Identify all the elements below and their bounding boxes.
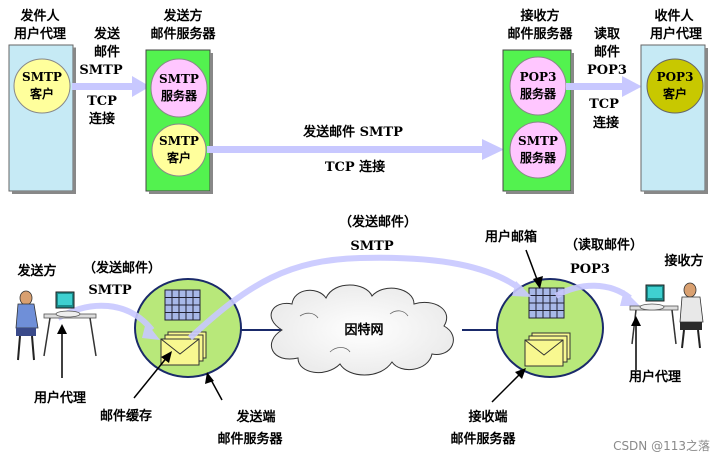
- read-arrow-proto: POP3: [587, 63, 627, 78]
- send-proto-label: SMTP: [88, 283, 131, 298]
- sender-agent-title-2: 用户代理: [13, 26, 66, 42]
- smtp-client-node-sender-server: SMTP 客户: [151, 123, 207, 177]
- mailbox-label: 用户邮箱: [484, 229, 537, 245]
- sender-server-title-1: 发送方: [162, 8, 202, 24]
- pointer-mailbox: [525, 249, 543, 289]
- sender-label: 发送方: [16, 263, 56, 279]
- smtp-flow-arrow-bottom: [187, 254, 532, 341]
- mail-cache-label: 邮件缓存: [100, 408, 152, 424]
- send-arrow-proto: SMTP: [79, 63, 122, 78]
- smtp-client-server-label-1: SMTP: [159, 134, 199, 148]
- pointer-user-agent-left: [57, 324, 67, 378]
- send-mail-label: （发送邮件）: [83, 260, 161, 276]
- pop3-server-node: POP3 服务器: [509, 56, 567, 116]
- receiver-agent-title-2: 用户代理: [649, 26, 702, 42]
- receiver-label: 接收方: [664, 253, 703, 269]
- smtp-server-node-sender: SMTP 服务器: [150, 58, 208, 118]
- receiver-server-title-1: 接收方: [520, 8, 559, 24]
- read-arrow-top: [566, 76, 642, 97]
- recv-server-label-1: 接收端: [468, 409, 507, 425]
- user-agent-left-label: 用户代理: [33, 390, 86, 406]
- sender-mail-cache-envelope-icon: [160, 331, 207, 366]
- receiver-envelope-icon: [524, 332, 571, 367]
- send-server-label-1: 发送端: [235, 409, 275, 425]
- pointer-mail-cache: [133, 351, 172, 399]
- smtp-transfer-arrow-top: [207, 139, 504, 160]
- sender-server-title-2: 邮件服务器: [150, 26, 216, 42]
- pop3-client-label-2: 客户: [662, 86, 687, 101]
- smtp-client-server-label-2: 客户: [166, 150, 191, 165]
- send-arrow-tcp-2: 连接: [89, 111, 115, 127]
- send-arrow-top: [72, 76, 150, 97]
- receiver-mail-server-globe: [496, 278, 604, 378]
- pointer-send-server: [205, 372, 223, 401]
- read-proto-label: POP3: [570, 262, 610, 277]
- read-arrow-verb-1: 读取: [594, 26, 621, 42]
- send-server-label-2: 邮件服务器: [217, 431, 283, 447]
- tcp-transfer-label: TCP 连接: [325, 159, 385, 175]
- smtp-server-receiver-label-1: SMTP: [518, 134, 558, 148]
- send-arrow-tcp-1: TCP: [87, 94, 117, 109]
- pop3-server-label-2: 服务器: [520, 86, 557, 101]
- top-proto-label: SMTP: [350, 239, 393, 254]
- smtp-server-label-2: 服务器: [161, 88, 198, 103]
- smtp-server-receiver-label-2: 服务器: [520, 150, 557, 165]
- pop3-client-label-1: POP3: [657, 70, 694, 84]
- recv-server-label-2: 邮件服务器: [450, 431, 516, 447]
- receiver-agent-title-1: 收件人: [654, 8, 694, 24]
- watermark: CSDN @113之落: [613, 439, 710, 453]
- send-arrow-verb-2: 邮件: [94, 44, 120, 60]
- read-flow-arrow-bottom: [554, 282, 640, 306]
- pop3-client-node: POP3 客户: [646, 58, 704, 114]
- internet-label: 因特网: [344, 322, 383, 338]
- smtp-client-label-1: SMTP: [22, 70, 62, 84]
- smtp-server-node-receiver: SMTP 服务器: [509, 121, 567, 179]
- smtp-server-label-1: SMTP: [159, 72, 199, 86]
- user-agent-right-label: 用户代理: [628, 369, 681, 385]
- sender-mailbox-grid-icon: [164, 289, 201, 321]
- read-arrow-tcp-2: 连接: [593, 115, 619, 131]
- read-mail-label: （读取邮件）: [565, 237, 643, 253]
- pointer-user-agent-right: [631, 316, 641, 370]
- receiver-user-computer-icon: [629, 282, 704, 349]
- smtp-client-label-2: 客户: [29, 86, 54, 101]
- read-arrow-verb-2: 邮件: [594, 44, 620, 60]
- smtp-transfer-label: 发送邮件 SMTP: [302, 124, 403, 140]
- receiver-server-title-2: 邮件服务器: [507, 26, 573, 42]
- smtp-client-node-sender: SMTP 客户: [13, 58, 71, 114]
- top-send-label: （发送邮件）: [339, 214, 417, 230]
- internet-cloud: [270, 284, 454, 376]
- sender-user-computer-icon: [15, 290, 97, 361]
- sender-agent-title-1: 发件人: [19, 8, 60, 24]
- pop3-server-label-1: POP3: [520, 70, 557, 84]
- read-arrow-tcp-1: TCP: [589, 97, 619, 112]
- pointer-recv-server: [491, 368, 526, 403]
- send-arrow-verb-1: 发送: [93, 26, 121, 42]
